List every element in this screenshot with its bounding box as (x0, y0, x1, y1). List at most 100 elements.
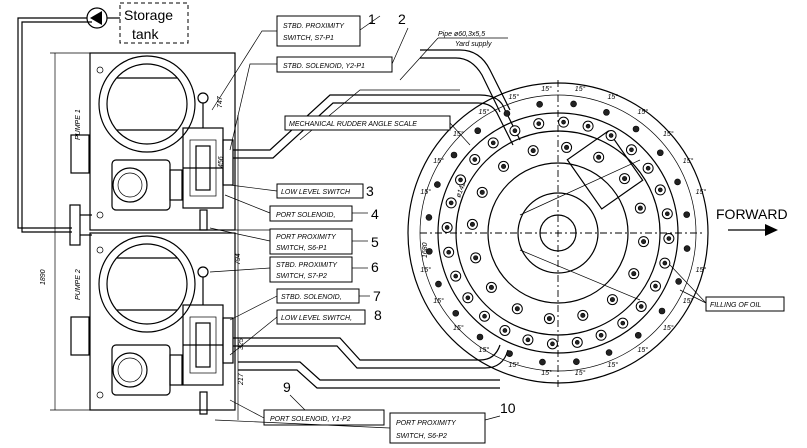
degree-label: 15° (683, 157, 694, 165)
degree-label: 15° (607, 361, 618, 369)
bolt-hole (622, 176, 628, 182)
bolt-hole (473, 255, 479, 261)
bolt-hole (434, 181, 441, 188)
bolt-hole (665, 211, 670, 217)
pump2-valve-block (182, 266, 234, 415)
degree-label: 15° (696, 266, 707, 274)
stbd-prox-p2-l2: SWITCH, S7-P2 (276, 273, 327, 280)
bolt-hole (452, 309, 460, 317)
degree-label: 15° (607, 93, 618, 101)
bolt-hole (479, 189, 485, 195)
pump2-frame (89, 232, 236, 411)
dim-217: 217 (238, 372, 245, 386)
bolt-hole (631, 271, 637, 277)
bolt-hole (502, 328, 508, 333)
port-solenoid-p2: PORT SOLENOID, Y1-P2 (270, 416, 351, 423)
num-3: 3 (366, 183, 374, 199)
bolt-hole (666, 236, 672, 241)
stbd-solenoid-2: STBD. SOLENOID, (281, 294, 342, 301)
callout-2: STBD. SOLENOID, Y2-P1 2 (229, 11, 409, 151)
stbd-solenoid-p1: STBD. SOLENOID, Y2-P1 (283, 63, 365, 70)
bolt-hole (573, 358, 580, 365)
bolt-hole (608, 133, 614, 138)
storage-label-2: tank (132, 26, 159, 42)
bolt-hole (514, 306, 520, 312)
degree-label: 15° (663, 324, 674, 332)
num-2: 2 (398, 11, 406, 27)
bolt-hole (675, 278, 682, 285)
bolt-hole (637, 205, 643, 211)
num-5: 5 (371, 234, 379, 250)
port-solenoid-1: PORT SOLENOID, (276, 212, 335, 219)
bolt-hole (490, 140, 496, 146)
bolt-hole (564, 144, 570, 150)
bolt-hole (536, 101, 543, 108)
bolt-hole (653, 283, 658, 289)
degree-label: 15° (420, 266, 431, 274)
num-9: 9 (283, 379, 291, 395)
bolt-hole (574, 340, 580, 345)
degree-label: 15° (541, 369, 552, 377)
mech-scale-label: MECHANICAL RUDDER ANGLE SCALE (289, 121, 417, 128)
degree-label: 15° (479, 108, 490, 116)
bolt-hole (645, 165, 651, 171)
degree-label: 15° (420, 188, 431, 196)
bolt-hole (629, 147, 634, 153)
callout-8: LOW LEVEL SWITCH, 8 (229, 307, 382, 356)
pump1-motor (98, 55, 196, 153)
pipe-spec: Pipe ø60,3x5,5 (438, 31, 485, 38)
num-6: 6 (371, 259, 379, 275)
callout-7: STBD. SOLENOID, 7 (229, 288, 381, 321)
bolt-hole (683, 211, 690, 218)
storage-label-1: Storage (124, 7, 173, 23)
num-10: 10 (500, 400, 516, 416)
bolt-hole (448, 200, 454, 206)
num-7: 7 (373, 288, 381, 304)
pump-symbol-icon (90, 11, 102, 25)
pump1-frame (89, 52, 236, 231)
bolt-hole (465, 295, 471, 301)
bolt-hole (474, 127, 482, 135)
bolt-hole (641, 239, 647, 245)
bolt-hole (501, 163, 507, 169)
port-prox-p2-l1: PORT PROXIMITY (396, 420, 457, 427)
bolt-hole (426, 248, 433, 255)
bolt-hole (453, 273, 459, 279)
pump1-valve-block (182, 92, 234, 231)
degree-label: 15° (433, 297, 444, 305)
bolt-hole (657, 187, 663, 193)
forward-arrow-icon (765, 224, 778, 236)
pump2-label: PUMPE 2 (75, 269, 82, 300)
bolt-hole (506, 350, 513, 357)
degree-label: 15° (509, 361, 520, 369)
callout-6: STBD. PROXIMITY SWITCH, S7-P2 6 (209, 256, 379, 283)
bolt-hole (598, 332, 604, 338)
port-prox-p1-l1: PORT PROXIMITY (276, 234, 337, 241)
bolt-hole (435, 280, 442, 288)
bolt-hole (469, 221, 475, 227)
degree-label: 15° (575, 369, 586, 377)
bolt-hole (580, 312, 586, 318)
degree-marks: 15° 15° 15° 15° 15° 15° 15° 15° 15° 15° 15° 15° 15° 1… (420, 85, 706, 377)
bolt-hole (488, 284, 494, 290)
bolt-hole (632, 125, 640, 133)
pump2-small-motor (111, 344, 183, 396)
low-level-1: LOW LEVEL SWITCH (281, 189, 351, 196)
dim-456: 456 (218, 156, 225, 168)
degree-label: 15° (509, 93, 520, 101)
bolt-hole (634, 331, 642, 339)
bolt-hole (561, 119, 566, 125)
bolt-hole (536, 121, 542, 126)
degree-label: 15° (541, 85, 552, 93)
port-prox-p1-l2: SWITCH, S6-P1 (276, 245, 327, 252)
degree-label: 15° (637, 108, 648, 116)
stbd-prox-p2-l1: STBD. PROXIMITY (276, 262, 338, 269)
bolt-hole (570, 100, 577, 108)
bolt-hole (662, 260, 668, 266)
storage-tank: Storage tank (86, 2, 189, 44)
forward-label: FORWARD (716, 206, 788, 222)
pipe-supply: Yard supply (455, 41, 492, 48)
degree-label: 15° (453, 324, 464, 332)
bolt-hole (450, 151, 458, 159)
